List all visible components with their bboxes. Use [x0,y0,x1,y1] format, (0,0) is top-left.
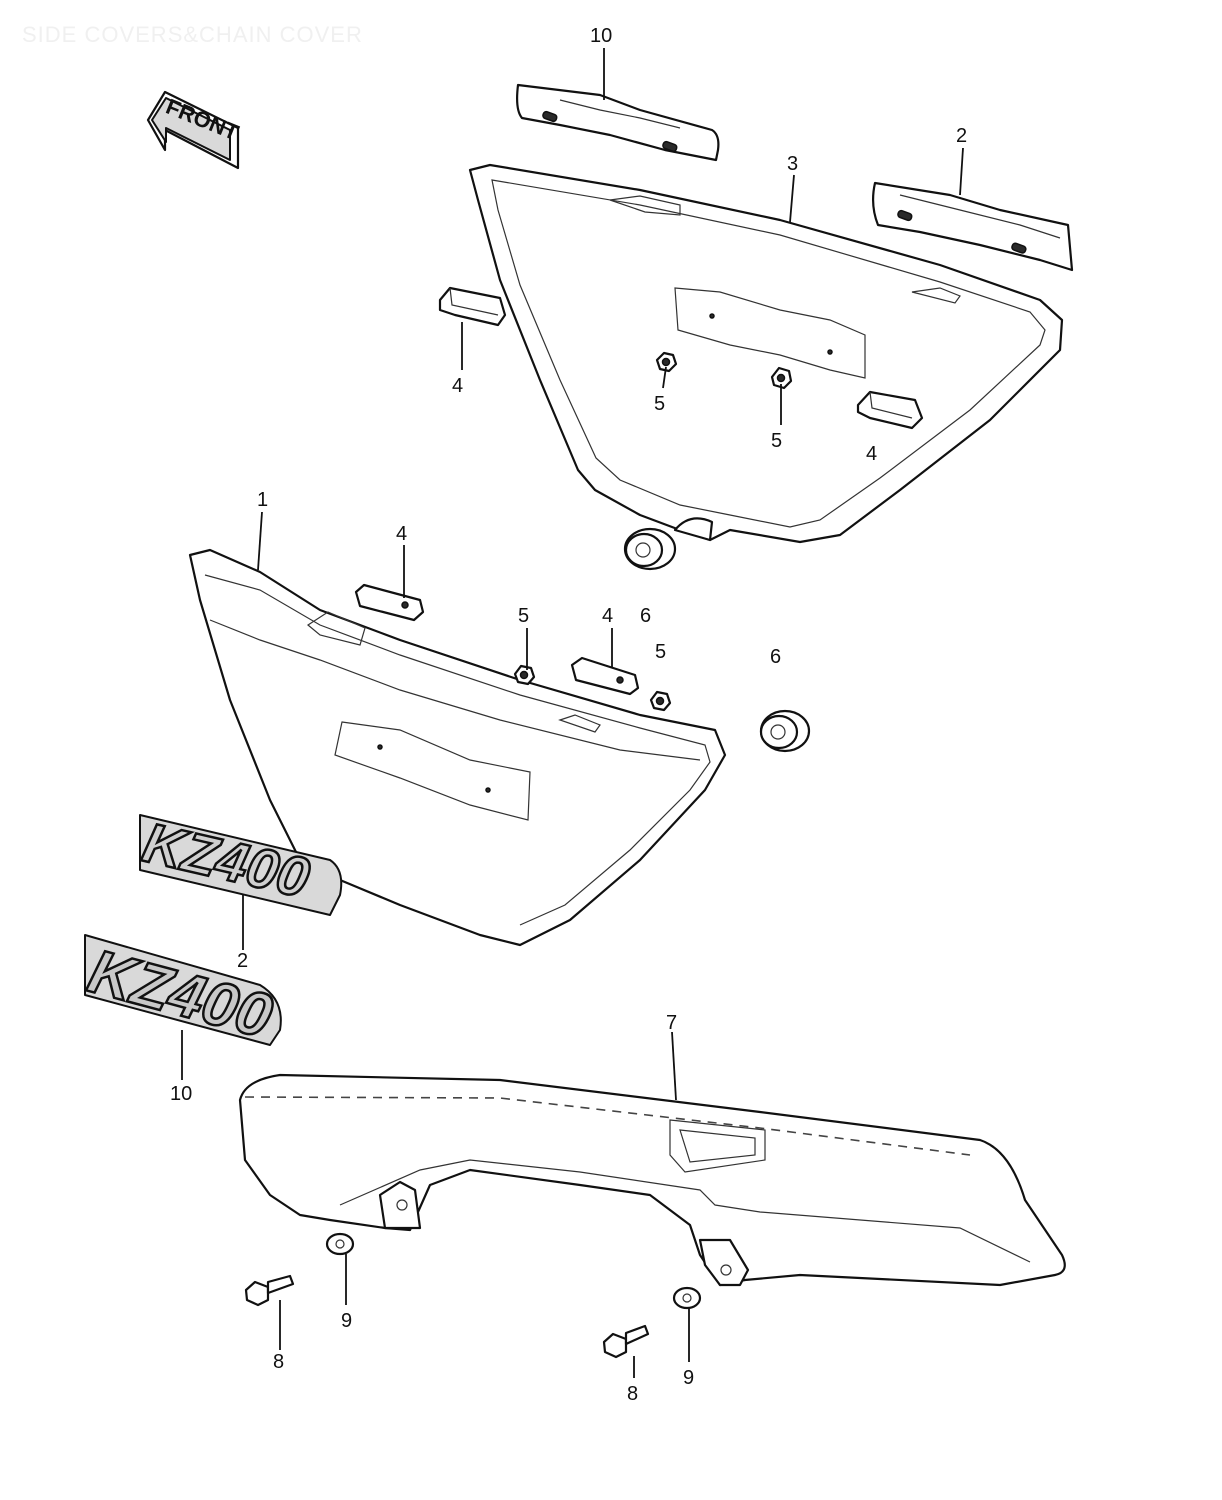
callout-2-top: 2 [956,125,967,147]
emblem-plate-upper [516,83,720,162]
callout-labels: 10 3 2 4 5 5 4 1 4 5 4 6 5 6 2 10 7 9 8 … [170,25,967,1405]
callout-7: 7 [666,1012,677,1034]
callout-1: 1 [257,489,268,511]
grommet-a [623,527,677,571]
callout-2-bottom: 2 [237,950,248,972]
emblem-plate-right [871,181,1074,272]
callout-5-lower-a: 5 [518,605,529,627]
nut-upper-a [655,351,678,373]
nut-lower-a [513,664,536,686]
callout-5-lower-b: 5 [655,641,666,663]
callout-3: 3 [787,153,798,175]
bolt-left [244,1274,295,1307]
callout-4-upper-left: 4 [452,375,463,397]
page-title: SIDE COVERS&CHAIN COVER [22,22,363,47]
bolt-right [602,1324,650,1359]
callout-8-left: 8 [273,1351,284,1373]
chain-cover [238,1073,1066,1287]
callout-5-upper-b: 5 [771,430,782,452]
grommet-b [759,709,811,753]
nut-upper-b [770,366,793,390]
callout-10-top: 10 [590,25,612,47]
callout-4-upper-right: 4 [866,443,877,465]
callout-9-left: 9 [341,1310,352,1332]
side-cover-right [468,163,1064,544]
rubber-pad-upper-left [438,286,507,327]
rubber-pad-upper-right [856,390,924,430]
callout-5-upper-a: 5 [654,393,665,415]
rubber-pad-lower-mid [570,656,640,696]
emblem-large-text: KZ400 [81,937,279,1052]
washer-right [672,1286,702,1310]
callout-6-a: 6 [640,605,651,627]
callout-4-lower-left: 4 [396,523,407,545]
callout-6-b: 6 [770,646,781,668]
leader-lines [181,48,964,1378]
side-cover-left [188,548,727,947]
callout-4-lower-mid: 4 [602,605,613,627]
front-arrow-sign: FRONT [146,90,243,170]
callout-8-right: 8 [627,1383,638,1405]
rubber-pad-lower-left [354,583,425,622]
washer-left [325,1232,355,1256]
callout-10-bottom: 10 [170,1083,192,1105]
nut-lower-b [649,690,672,712]
callout-9-right: 9 [683,1367,694,1389]
